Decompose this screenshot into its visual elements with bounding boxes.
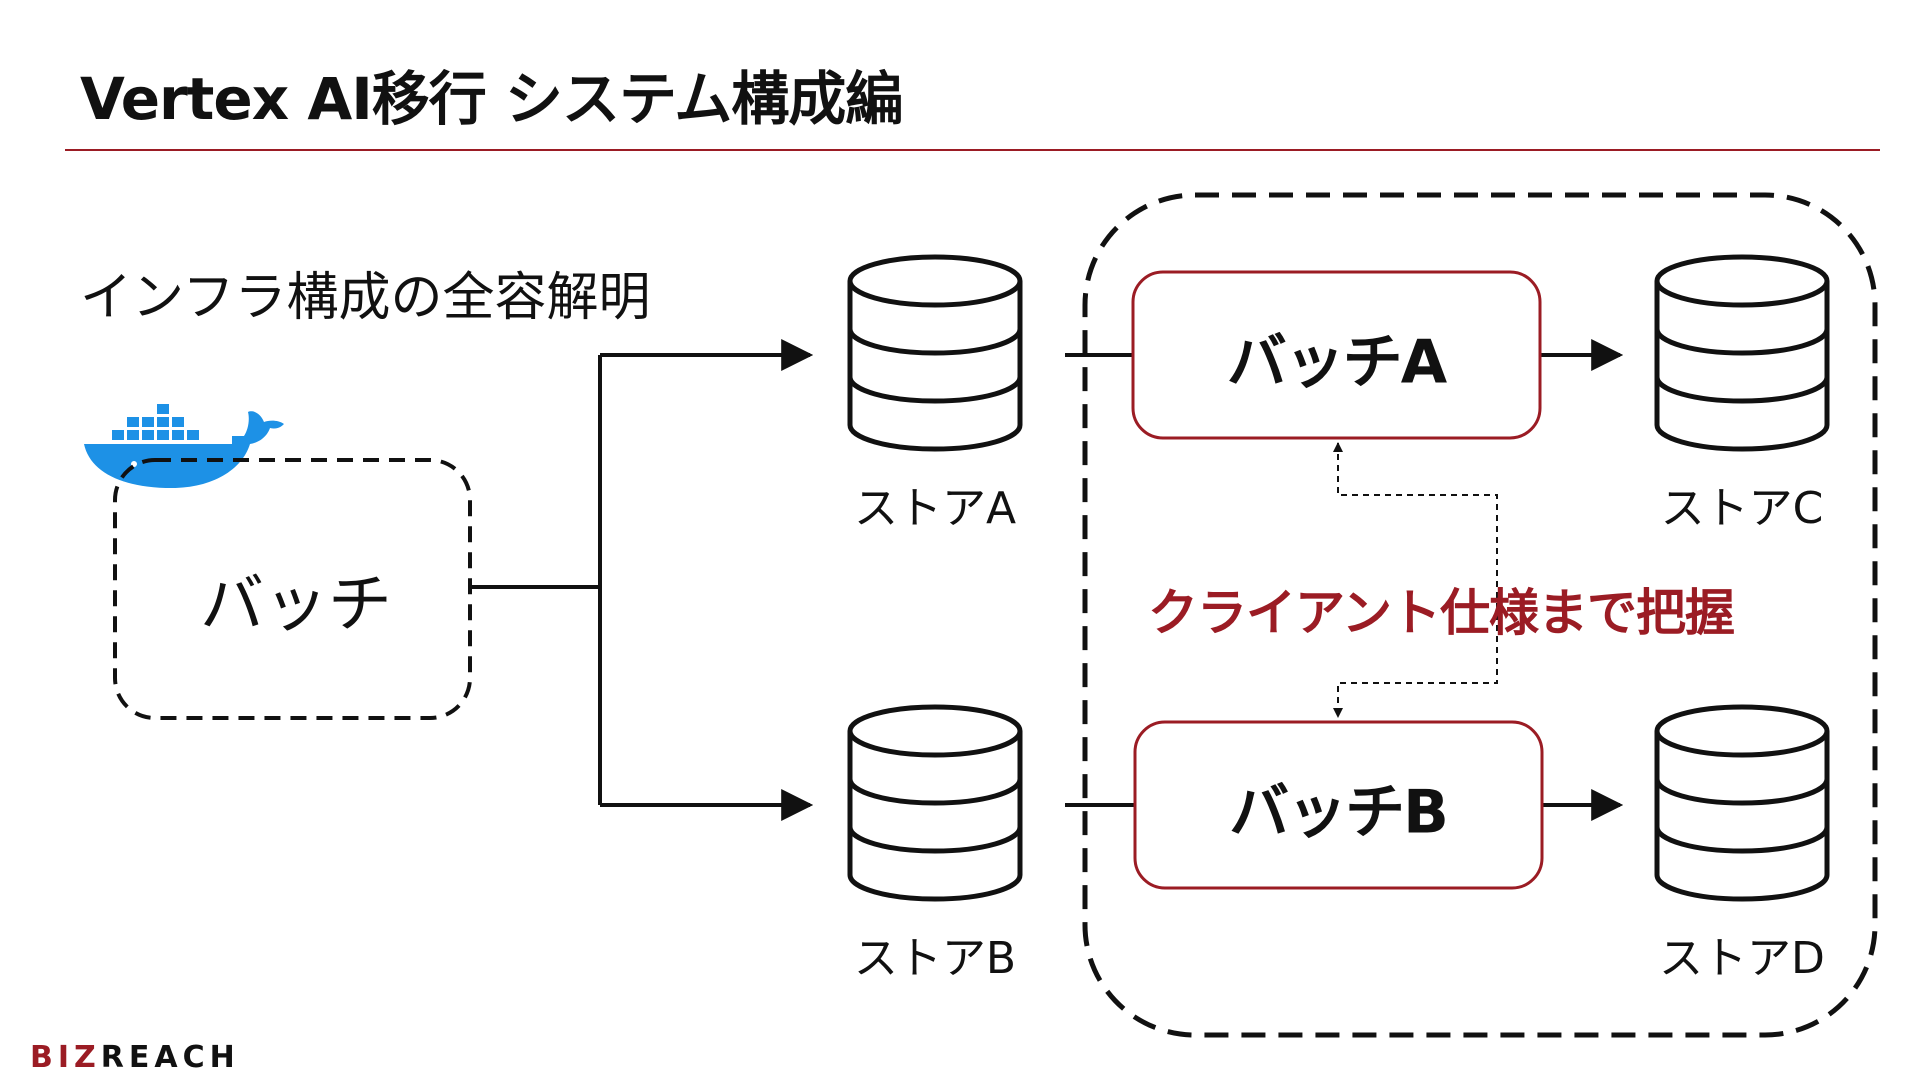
batch-ab-dotted-link — [1333, 442, 1498, 718]
page-title: Vertex AI移行 システム構成編 — [80, 65, 903, 133]
store-a-label: ストアA — [853, 483, 1017, 534]
slide-subtitle: インフラ構成の全容解明 — [80, 268, 651, 328]
docker-whale-icon — [84, 404, 284, 488]
store-c-label: ストアC — [1660, 483, 1824, 534]
database-icon-store-a — [847, 254, 1023, 452]
database-icon-store-d — [1654, 704, 1830, 902]
batch-b-label: バッチB — [1229, 777, 1449, 848]
database-icon-store-b — [847, 704, 1023, 902]
batch-a-box — [1131, 270, 1542, 440]
batch-a-label: バッチA — [1226, 327, 1447, 398]
bizreach-logo: BIZREACH — [30, 1040, 240, 1075]
logo-red-part: BIZ — [30, 1040, 101, 1075]
batch-branch-lines — [470, 339, 814, 821]
title-divider — [65, 149, 1880, 151]
batch-label: バッチ — [200, 568, 392, 642]
vertex-region-box — [1082, 192, 1878, 1038]
store-b-label: ストアB — [853, 933, 1017, 984]
database-icon-store-c — [1654, 254, 1830, 452]
batch-b-box — [1133, 720, 1544, 890]
store-d-label: ストアD — [1659, 933, 1825, 984]
logo-dark-part: REACH — [100, 1040, 240, 1075]
flow-connectors — [1065, 339, 1624, 821]
client-spec-note: クライアント仕様まで把握 — [1148, 584, 1735, 642]
